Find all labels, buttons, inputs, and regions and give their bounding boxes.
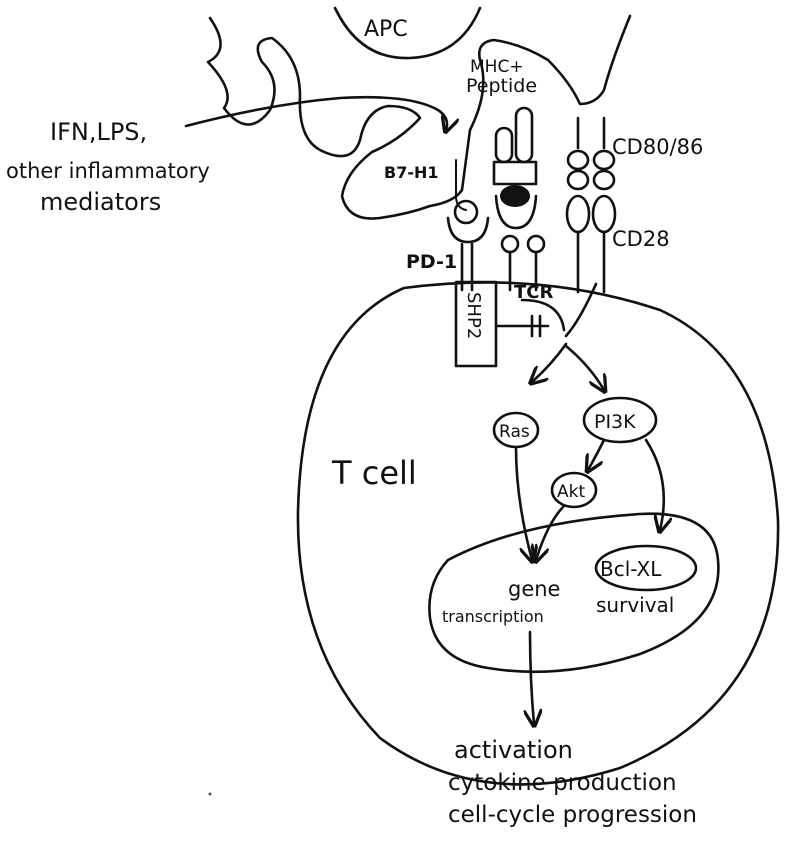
ras-to-gene xyxy=(514,446,532,560)
gene-label-line1: gene xyxy=(508,577,560,601)
mhc-label-line2: Peptide xyxy=(466,75,537,97)
pi3k-label: PI3K xyxy=(594,411,636,433)
ifn-label-line2: other inflammatory xyxy=(6,159,210,183)
ras-label: Ras xyxy=(499,422,530,442)
tcr-signal-line xyxy=(520,298,566,332)
pi3k-node xyxy=(582,396,658,444)
pd1-head xyxy=(453,199,479,225)
pd1-label: PD-1 xyxy=(406,251,457,273)
stray-mark xyxy=(208,792,212,796)
cd80-left-bottom xyxy=(566,169,590,191)
shp2-label: SHP2 xyxy=(463,292,484,339)
pi3k-to-bclxl xyxy=(644,438,664,530)
b7h1-label: B7-H1 xyxy=(384,163,439,182)
mhc-right-domain xyxy=(514,106,534,164)
gene-label-line2: transcription xyxy=(442,607,544,626)
tcr-chain-right xyxy=(526,234,546,254)
apc-cell-outline xyxy=(333,6,482,60)
mhc-base xyxy=(492,160,538,186)
akt-to-gene xyxy=(536,504,566,560)
tcr-cup xyxy=(494,194,538,230)
outcome-cytokine: cytokine production xyxy=(448,770,677,796)
tcell-membrane xyxy=(296,281,780,786)
akt-label: Akt xyxy=(557,482,585,502)
signal-to-ras xyxy=(532,342,568,382)
mhc-left-domain xyxy=(494,126,514,164)
cd28-left xyxy=(565,194,591,234)
cd28-label: CD28 xyxy=(612,227,670,251)
cd28-signal-line xyxy=(564,282,598,338)
tcr-label: TCR xyxy=(514,282,553,303)
cd80-86-label: CD80/86 xyxy=(612,135,703,159)
ifn-signal-arrow xyxy=(184,95,447,130)
ifn-label-line3: mediators xyxy=(40,188,161,216)
cd80-right-bottom xyxy=(592,169,616,191)
apc-label: APC xyxy=(364,17,408,42)
cd28-stalk xyxy=(576,230,606,294)
bclxl-label: Bcl-XL xyxy=(600,557,662,581)
tcell-label: T cell xyxy=(331,454,417,492)
shp2-inhibition xyxy=(496,314,550,338)
mhc-label-line1: MHC+ xyxy=(470,57,524,77)
peptide xyxy=(500,185,530,207)
outcome-cell-cycle: cell-cycle progression xyxy=(448,802,697,828)
bclxl-node xyxy=(594,544,698,592)
pi3k-to-akt xyxy=(588,438,606,470)
signal-to-pi3k xyxy=(564,344,604,390)
pd1-cup xyxy=(446,216,490,244)
akt-node xyxy=(550,471,598,509)
survival-label: survival xyxy=(596,593,674,617)
apc-membrane xyxy=(206,14,632,220)
outcome-activation: activation xyxy=(454,736,573,764)
nucleus xyxy=(428,512,720,674)
cd80-right-top xyxy=(592,149,616,171)
tcr-chain-left xyxy=(500,234,520,254)
output-arrow xyxy=(530,630,534,724)
cd80-left-top xyxy=(566,149,590,171)
ifn-label-line1: IFN,LPS, xyxy=(50,118,147,146)
